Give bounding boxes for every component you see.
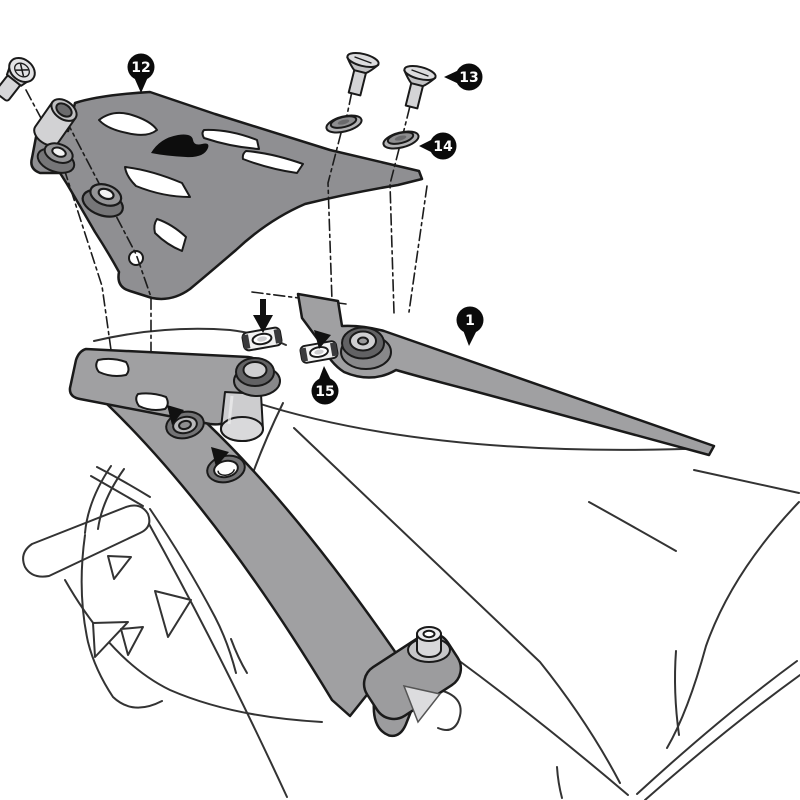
pivot-bolt-left-cap [242, 361, 268, 379]
plate-bolt-hole [128, 250, 144, 266]
clip-tab-right [330, 342, 338, 357]
countersunk-screw-b [403, 65, 437, 110]
bracket-right-arm [296, 292, 716, 457]
screw-slot [354, 56, 372, 64]
mounting-plate-body [30, 90, 424, 301]
screw-slot [411, 69, 429, 77]
callout-bubble [127, 53, 155, 81]
rubber-grommet-2 [81, 183, 124, 218]
oval-washer-2 [382, 130, 420, 150]
seat-vertical-crease [674, 650, 680, 736]
nut-thread-arc [217, 469, 235, 476]
clip-tab-right [273, 328, 282, 344]
panel-cutout-4 [154, 590, 192, 638]
foot-bolt-socket [422, 629, 436, 639]
callout-14: 14 [419, 132, 457, 160]
axis-right-3 [408, 185, 428, 313]
grommet-hole [51, 146, 67, 158]
countersunk-screw-left [0, 57, 36, 102]
placement-arrows [167, 299, 331, 467]
seat-top-edge [235, 395, 713, 451]
side-panel-edge [293, 427, 621, 784]
clip-nut-2 [299, 340, 339, 364]
callout-1: 1 [456, 306, 484, 346]
countersunk-screw-a [346, 52, 380, 97]
clip-tab-left [242, 334, 251, 350]
callout-tail [463, 330, 477, 346]
plate-slot-5 [153, 218, 187, 252]
clip-tab-left [300, 347, 308, 362]
washer-slot [394, 135, 407, 141]
pivot-bolt-right-socket [357, 336, 369, 346]
seat-piping-outer [636, 660, 798, 795]
cylinder-highlight [227, 395, 234, 425]
callout-label: 1 [465, 313, 475, 329]
undertail-stub [556, 766, 563, 799]
seat-right-edge [666, 501, 800, 749]
panel-cutout-3 [120, 626, 144, 656]
brand-eagle-logo-icon [151, 134, 209, 158]
seat-piping-inner [644, 674, 800, 800]
bushing-ring [55, 102, 73, 118]
platform-slot-1 [95, 357, 130, 377]
callout-bubble [455, 63, 483, 91]
nut-core [178, 419, 192, 431]
callout-tail [419, 139, 433, 153]
callout-label: 13 [459, 70, 478, 86]
axis-right-1 [327, 132, 342, 302]
motorcycle-tail-outline [22, 327, 800, 800]
panel-diagonal-edge [148, 523, 288, 798]
plate-slot-2 [201, 128, 260, 150]
down-arrow-icon [253, 299, 273, 333]
callout-label: 14 [433, 139, 453, 155]
axis-left-1 [25, 89, 113, 358]
down-arrow-icon [314, 330, 331, 349]
panel-cutout-2 [92, 621, 129, 658]
clip-nut-1 [241, 326, 283, 352]
oval-washer-1 [325, 114, 363, 134]
callout-12: 12 [127, 53, 155, 93]
clip-hole-inner [257, 336, 267, 342]
side-panel-right-outline [149, 508, 237, 674]
screw-socket [14, 62, 30, 78]
seat-short-crease [588, 501, 677, 552]
foot-mount-hole-arc [437, 689, 462, 731]
washer-slot [337, 119, 350, 125]
fender-edge-a [96, 466, 151, 498]
plate-slot-4 [124, 166, 191, 198]
callout-13: 13 [444, 63, 483, 91]
spacer-bushing [33, 98, 78, 147]
plate-slot-1 [98, 111, 158, 136]
plate-slot-3 [241, 150, 304, 174]
seat-crease-right [693, 469, 800, 494]
down-arrow-icon [211, 447, 229, 467]
panel-notch-stub [230, 638, 248, 674]
callout-bubble [311, 377, 339, 405]
foot-side-face [402, 684, 442, 724]
undertail-edge [449, 653, 629, 796]
mounting-plate [30, 90, 424, 301]
callout-bubble [429, 132, 457, 160]
callout-tail [134, 77, 148, 93]
grab-handle-outline [22, 504, 151, 578]
spacer-cylinder-bottom [220, 416, 264, 442]
fender-edge-b [90, 475, 144, 507]
side-panel-left-outline [80, 534, 163, 709]
callout-15: 15 [311, 366, 339, 405]
rack-arm-bracket [68, 292, 716, 738]
grommet-hole [97, 187, 115, 201]
down-arrow-icon [167, 405, 184, 425]
screw-socket-cross [15, 63, 29, 77]
rubber-grommet-1 [36, 142, 76, 174]
axis-left-2 [65, 119, 152, 395]
fender-line-b [97, 468, 125, 530]
callout-bubble [456, 306, 484, 334]
platform-slot-2 [135, 392, 169, 411]
callout-label: 15 [315, 384, 334, 400]
panel-cutout-1 [107, 555, 132, 580]
callout-tail [444, 70, 459, 84]
clip-hole-inner [314, 349, 324, 355]
callout-label: 12 [131, 60, 150, 76]
